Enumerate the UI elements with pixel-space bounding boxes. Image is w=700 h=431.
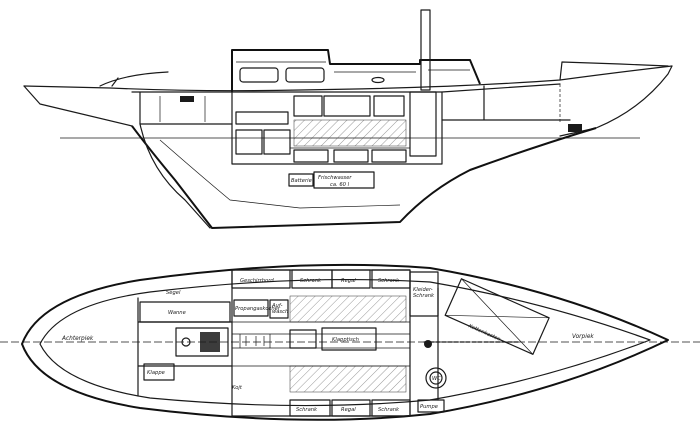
klapptisch-label: Klapptisch — [332, 337, 359, 343]
propangas-label: Propangaskocher — [235, 306, 281, 312]
propangas-box — [233, 299, 269, 317]
schrank-top2-label: Schrank — [378, 278, 400, 284]
schrank-bottom2-label: Schrank — [378, 407, 400, 413]
aufwasch-line-2: wasch — [272, 309, 288, 315]
schrank-bottom2-box — [371, 399, 411, 417]
pumpe-box — [417, 399, 445, 413]
kleiderschrank-line-2: Schrank — [413, 293, 435, 299]
bow-stem — [559, 65, 673, 137]
rudder — [139, 123, 211, 229]
forward-anchor-locker — [568, 124, 582, 132]
pumpe-label: Pumpe — [420, 404, 438, 410]
kleiderschrank-label: Kleider- Schrank — [413, 287, 435, 299]
side-elevation: Batterie Frischwasser ca. 60 l — [23, 9, 673, 229]
bow-pulpit — [559, 61, 669, 81]
schrank-bottom-box — [289, 399, 331, 417]
cabin-trunk — [231, 49, 481, 92]
hull-sheer-line — [23, 65, 673, 92]
aufwasch-label: Auf- wasch — [271, 303, 288, 315]
regal-top-label: Regal — [341, 278, 356, 284]
engine-block — [200, 332, 220, 352]
companionway-stripes — [232, 321, 410, 367]
top-berth-cushion — [289, 295, 407, 323]
tank-volume-label: ca. 60 l — [330, 182, 350, 188]
plan-hull-outline — [21, 263, 669, 421]
kojt-label: Kojt — [232, 385, 243, 391]
locker-2 — [323, 95, 371, 117]
wanne-label: Wanne — [168, 310, 186, 316]
kettenkasten-diag — [445, 278, 550, 355]
wc-bowl-outer — [425, 367, 447, 389]
segel-label: Segel — [166, 290, 181, 296]
cabin-porthole-2 — [285, 67, 325, 83]
mast — [420, 9, 431, 91]
kettenkasten-group — [444, 278, 550, 355]
drawer-3 — [371, 149, 407, 163]
main-cabin — [231, 269, 411, 417]
table-leaf — [289, 329, 317, 349]
forward-cabin — [441, 83, 571, 121]
galley-cabinet-1 — [235, 129, 263, 155]
cockpit — [131, 91, 233, 125]
frischwasser-box — [313, 171, 375, 189]
achterpiek-label: Achterpiek — [61, 336, 94, 342]
klapptisch-box — [321, 327, 377, 351]
bilge-pump — [424, 340, 432, 348]
schrank-top-label: Schrank — [300, 278, 322, 284]
vorpiek-label: Vorpiek — [572, 334, 594, 340]
sole-boards — [232, 322, 411, 366]
drawer-1 — [293, 149, 329, 163]
geschirrbord-box — [231, 269, 291, 289]
locker-3 — [373, 95, 405, 117]
locker-1 — [293, 95, 323, 117]
kettenkasten-box — [444, 278, 550, 355]
interior-floor — [232, 147, 442, 165]
galley-stove — [235, 111, 289, 125]
engine-circle — [181, 337, 191, 347]
drawer-2 — [333, 149, 369, 163]
wanne-area — [139, 301, 231, 323]
batterie-label: Batterie — [291, 178, 312, 184]
cockpit-dim-lines — [159, 96, 206, 122]
stern-pulpit — [99, 71, 169, 87]
aufwasch-line-1: Auf- — [271, 303, 283, 309]
plan-view: Achterpiek Segel Wanne Klappe Kojt Gesch… — [0, 263, 700, 421]
stern-overhang — [23, 85, 133, 127]
wc-bowl-inner — [429, 371, 443, 385]
cabin-porthole-1 — [239, 67, 279, 83]
hull-keel-profile — [131, 125, 597, 229]
kleiderschrank-line-1: Kleider- — [413, 287, 433, 293]
deck-vent — [371, 76, 385, 84]
batterie-box — [288, 173, 314, 187]
plan-hull-inner — [39, 278, 651, 407]
settee-cushion — [293, 119, 407, 147]
winch — [180, 96, 194, 102]
geschirrbord-label: Geschirrbord — [240, 278, 274, 284]
schrank-bottom-label: Schrank — [296, 407, 318, 413]
regal-top-box — [331, 269, 371, 289]
engine-box — [175, 327, 229, 357]
keel-inner-line — [159, 139, 401, 209]
aufwasch-box — [269, 299, 289, 319]
regal-bottom-box — [331, 399, 371, 417]
wc-label: WC — [432, 376, 441, 382]
galley-cabinet-2 — [263, 129, 291, 155]
cabin-top-rail — [236, 61, 470, 73]
bottom-berth-cushion — [289, 365, 407, 393]
klappe-box — [143, 363, 175, 381]
door — [409, 91, 437, 157]
regal-bottom-label: Regal — [341, 407, 356, 413]
kettenkasten-label: Kettenkasten — [467, 323, 501, 342]
frischwasser-label: Frischwasser — [318, 175, 352, 181]
klappe-label: Klappe — [147, 370, 165, 376]
